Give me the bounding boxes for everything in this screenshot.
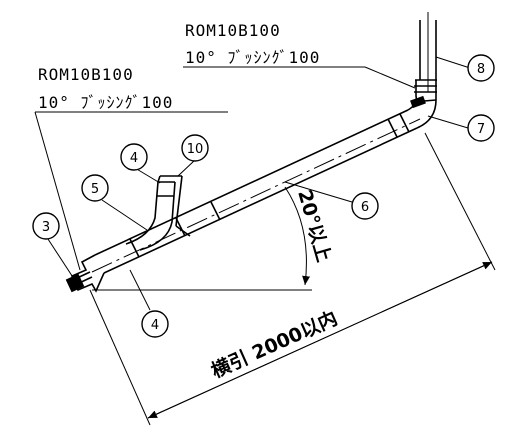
svg-text:6: 6 [361,200,369,215]
left-fitting-code: ROM10B100 [38,65,134,84]
svg-text:4: 4 [151,318,159,333]
callout-leaders [45,56,471,311]
angle-indicator [92,186,312,291]
callout-6: 6 [351,192,379,220]
angle-label: 20°以上 [293,187,335,264]
left-end-fitting [65,254,105,293]
svg-text:8: 8 [477,62,485,77]
callout-4-bottom: 4 [141,310,169,338]
callout-5: 5 [81,174,109,202]
callout-4-top: 4 [120,143,148,171]
callout-10: 10 [181,134,209,162]
svg-text:5: 5 [91,182,99,197]
main-pipe [91,109,421,274]
length-dimension [89,132,496,426]
branch-pipe [125,175,191,251]
right-fitting-spec: 10° ﾌﾞｯｼﾝｸﾞ100 [185,48,320,67]
svg-text:4: 4 [130,151,138,166]
callout-7: 7 [467,114,495,142]
callout-3: 3 [32,212,60,240]
svg-text:7: 7 [477,122,485,137]
callout-8: 8 [467,54,495,82]
right-riser [407,12,437,129]
svg-text:3: 3 [42,220,50,235]
right-fitting-code: ROM10B100 [185,21,281,40]
left-fitting-spec: 10° ﾌﾞｯｼﾝｸﾞ100 [38,93,173,112]
svg-text:10: 10 [187,142,204,157]
length-label: 横引 2000以内 [208,306,341,382]
label-leaders [34,66,416,271]
